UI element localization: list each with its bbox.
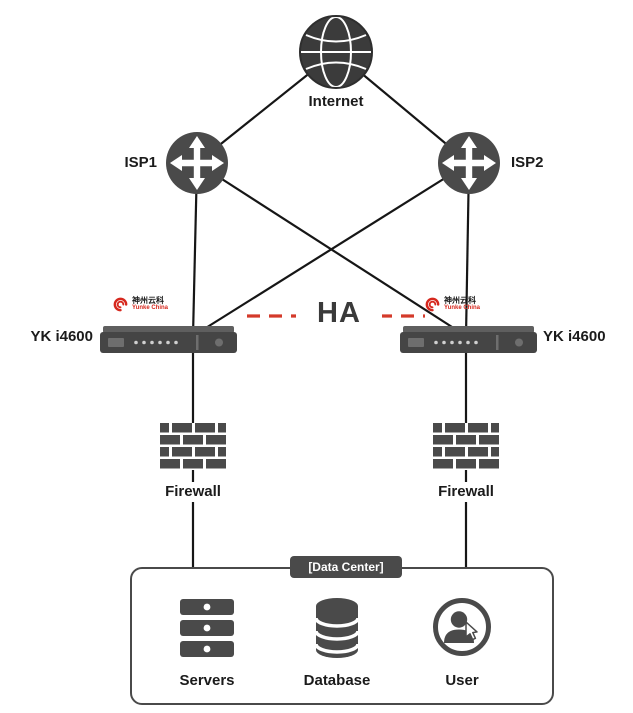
appliance-icon bbox=[400, 326, 537, 353]
firewall-left-label: Firewall bbox=[148, 482, 238, 502]
user-node bbox=[432, 597, 492, 657]
ha-label: HA bbox=[296, 293, 382, 333]
servers-label: Servers bbox=[179, 672, 235, 689]
database-label: Database bbox=[303, 672, 371, 689]
firewall-right-node bbox=[433, 423, 499, 470]
internet-node bbox=[298, 14, 374, 90]
firewall-left-node bbox=[160, 423, 226, 470]
servers-node bbox=[180, 599, 234, 657]
firewall-icon bbox=[433, 423, 499, 470]
firewall-right-label: Firewall bbox=[421, 482, 511, 502]
vendor-logo-text: 神州云科 Yunke China bbox=[444, 295, 481, 312]
isp1-label: ISP1 bbox=[124, 154, 157, 171]
appliance-right-node bbox=[400, 320, 537, 354]
yunke-swirl-icon bbox=[425, 297, 440, 311]
firewall-icon bbox=[160, 423, 226, 470]
vendor-name-cn: 神州云科 bbox=[444, 295, 476, 305]
user-icon bbox=[433, 598, 491, 656]
vendor-name-cn: 神州云科 bbox=[132, 295, 164, 305]
vendor-logo-left: 神州云科 Yunke China bbox=[112, 291, 192, 317]
vendor-name-en: Yunke China bbox=[444, 305, 481, 312]
globe-icon bbox=[299, 15, 373, 89]
router-icon bbox=[166, 132, 228, 194]
appliance-left-label: YK i4600 bbox=[30, 328, 93, 345]
link-isp2-appliance-left bbox=[192, 162, 470, 337]
isp1-node bbox=[165, 131, 229, 195]
appliance-icon bbox=[100, 326, 237, 353]
isp2-node bbox=[437, 131, 501, 195]
vendor-logo-right: 神州云科 Yunke China bbox=[424, 291, 504, 317]
vendor-logo-text: 神州云科 Yunke China bbox=[132, 295, 169, 312]
yunke-swirl-icon bbox=[113, 297, 128, 311]
database-icon bbox=[314, 598, 360, 658]
appliance-right-label: YK i4600 bbox=[543, 328, 606, 345]
isp2-label: ISP2 bbox=[511, 154, 544, 171]
router-icon bbox=[438, 132, 500, 194]
servers-icon bbox=[180, 599, 234, 657]
database-node bbox=[314, 597, 360, 659]
appliance-left-node bbox=[100, 320, 237, 354]
cursor-arrow-icon bbox=[465, 621, 478, 641]
datacenter-badge: [Data Center] bbox=[290, 556, 402, 578]
user-label: User bbox=[445, 672, 479, 689]
internet-label: Internet bbox=[308, 93, 364, 110]
vendor-name-en: Yunke China bbox=[132, 305, 169, 312]
